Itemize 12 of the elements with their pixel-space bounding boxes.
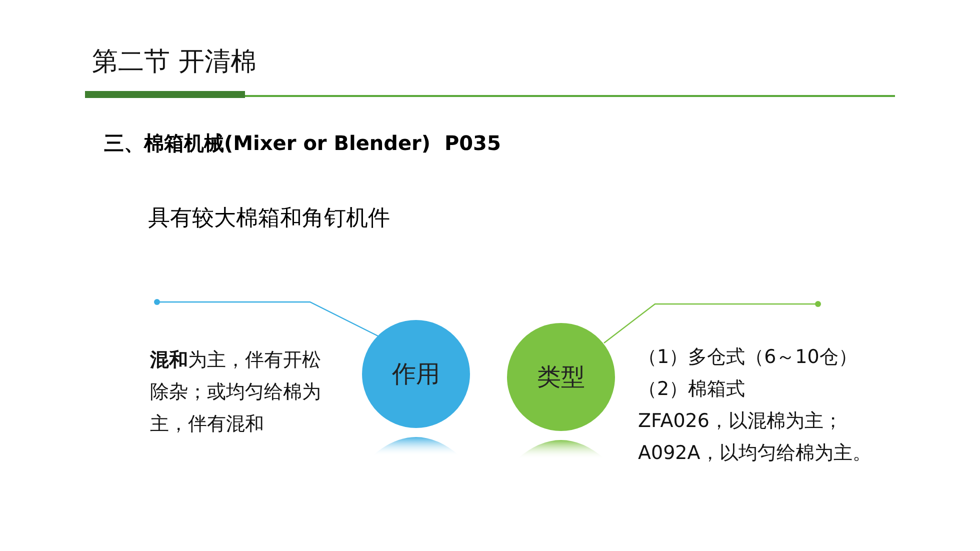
- circle-label: 作用: [391, 359, 441, 389]
- slide-title: 第二节 开清棉: [92, 46, 256, 79]
- description-text: A092A，以均匀给棉为主。: [638, 441, 872, 466]
- description-text: 混和为主，伴有开松除杂；或均匀给棉为主，伴有混和: [150, 348, 322, 437]
- leader-line: [154, 299, 378, 337]
- description-text: （1）多仓式（6～10仓）: [638, 345, 858, 370]
- subheading: 具有较大棉箱和角钉机件: [148, 205, 390, 233]
- description-text: ZFA026，以混棉为主；: [638, 409, 844, 434]
- leader-line: [604, 301, 821, 344]
- description-text: （2）棉箱式: [638, 377, 746, 402]
- section-heading: 三、棉箱机械(Mixer or Blender) P035: [104, 130, 501, 157]
- circle-label: 类型: [536, 362, 586, 392]
